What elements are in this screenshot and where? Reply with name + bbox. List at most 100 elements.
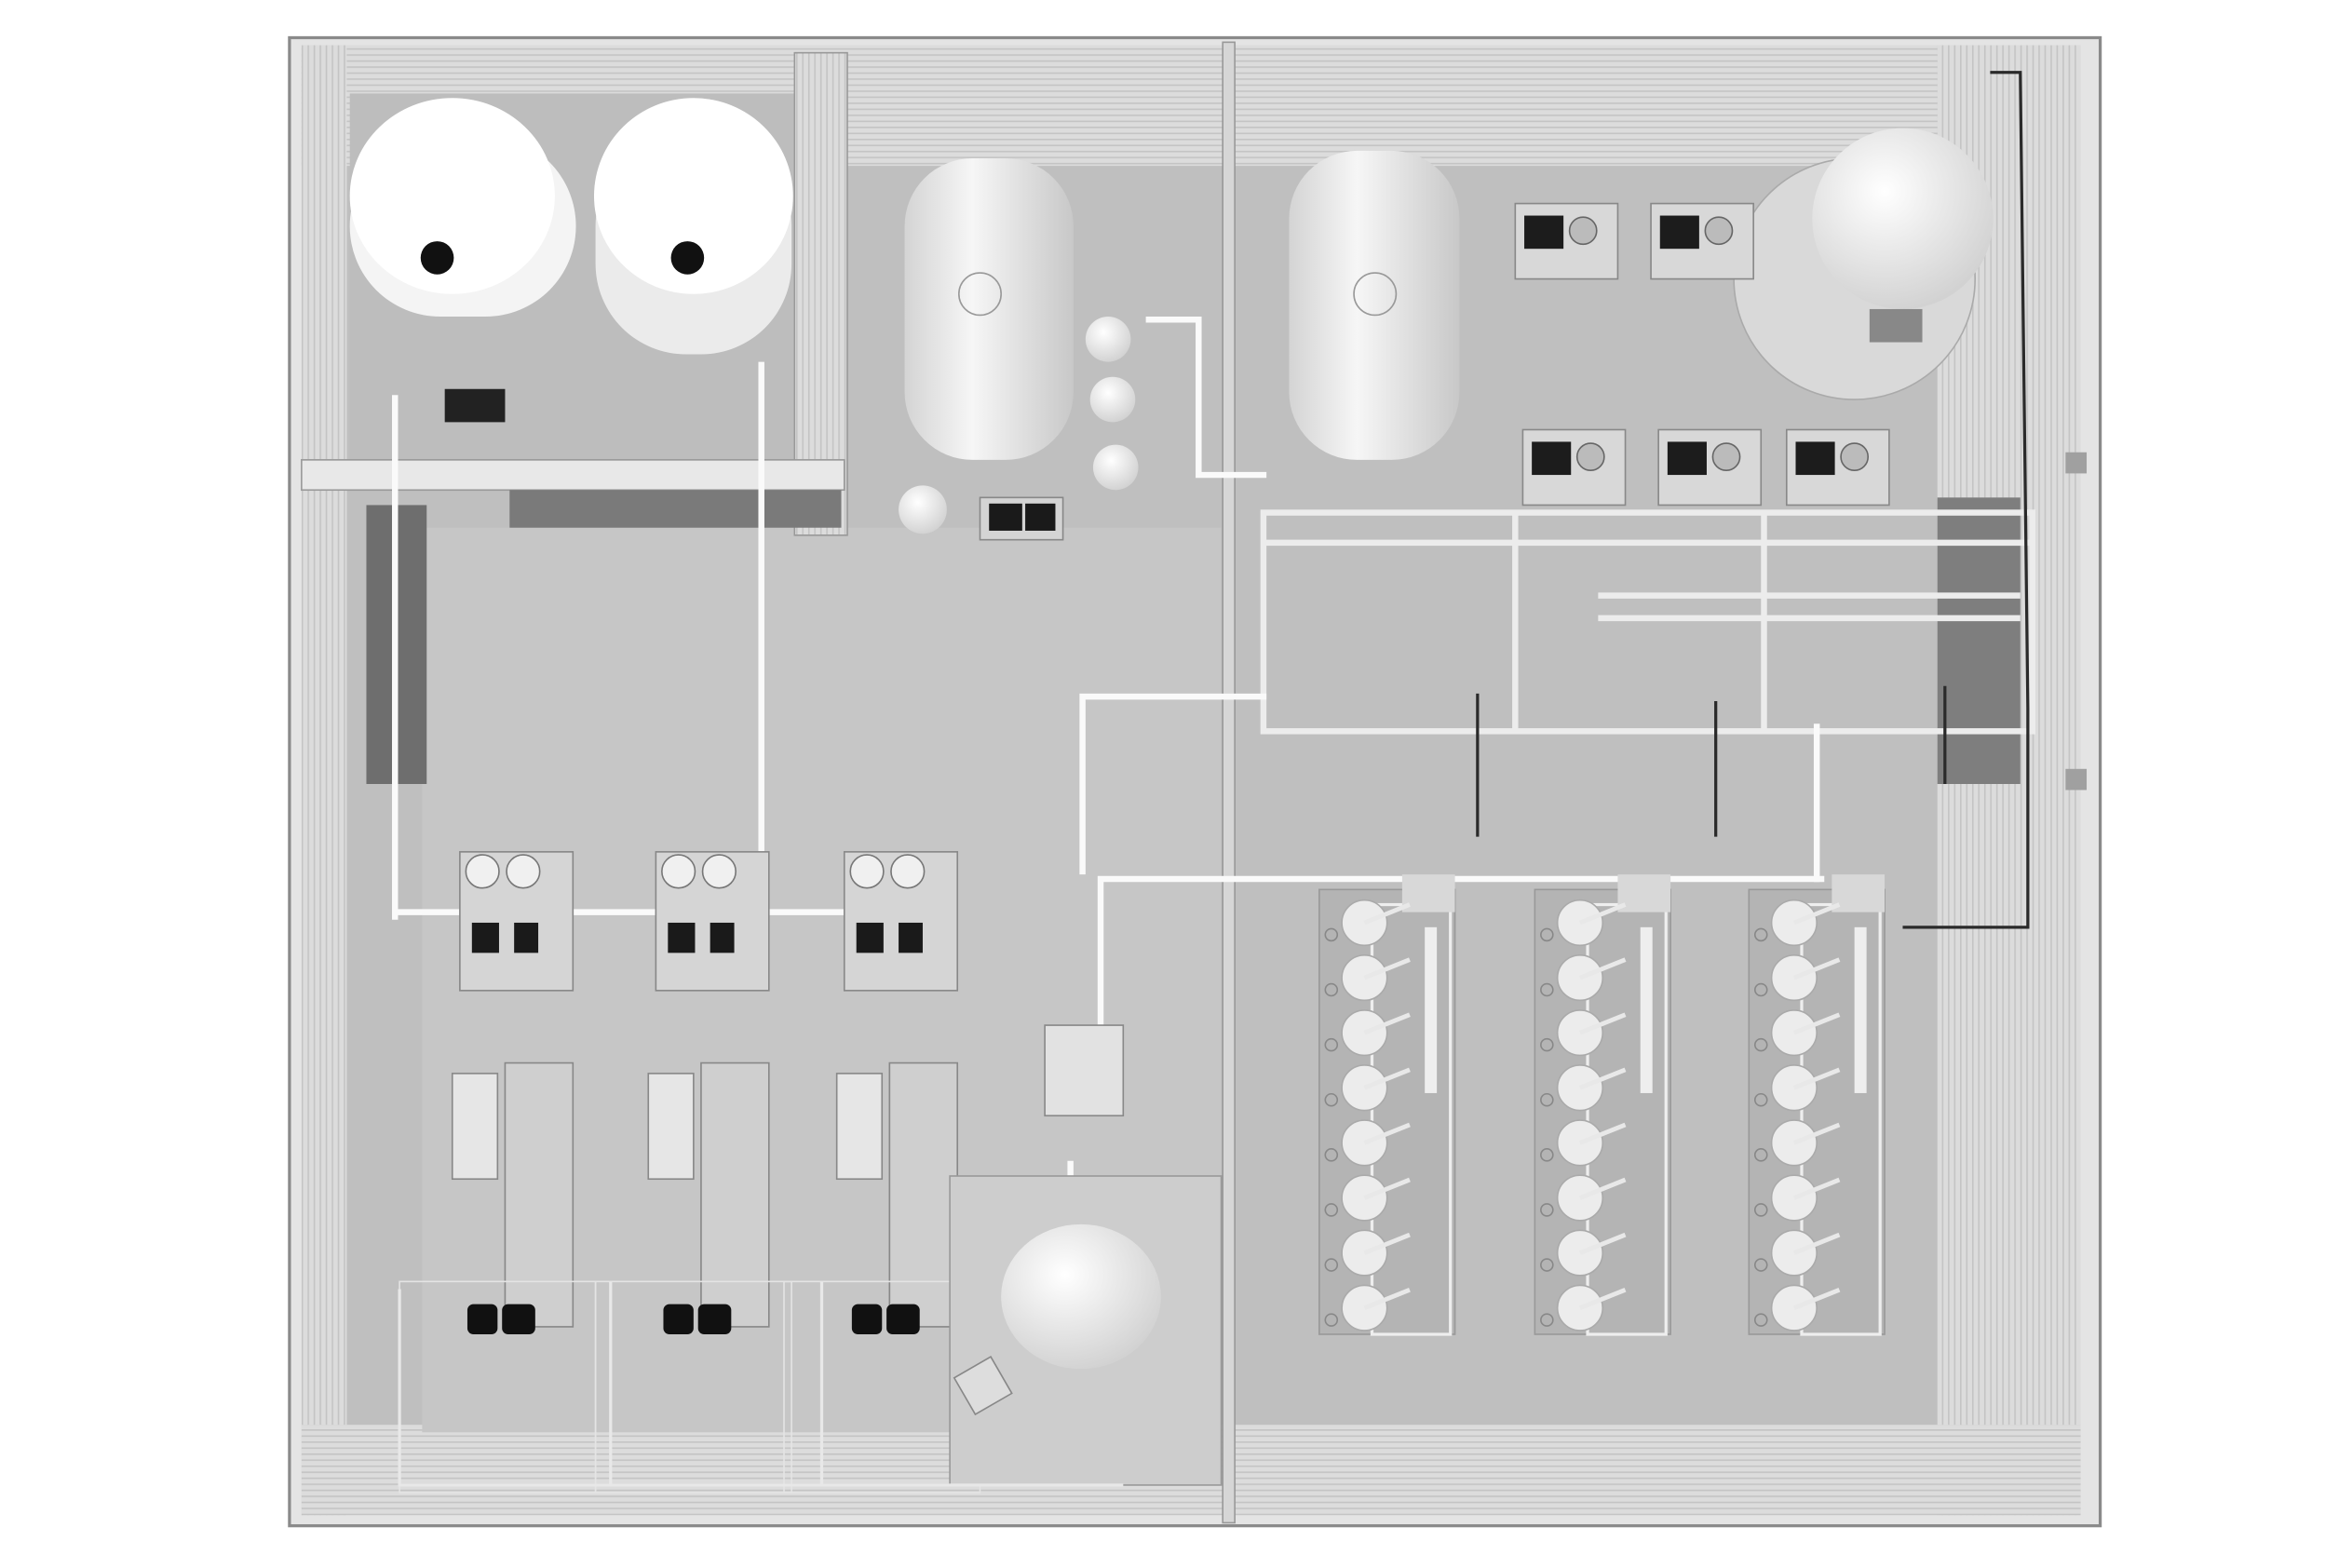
valve-icon: [1540, 1203, 1554, 1217]
gauge-icon: [506, 854, 541, 889]
valve-icon: [1324, 982, 1339, 997]
vessel-pipe: [1792, 957, 1841, 980]
valve-icon: [1753, 982, 1768, 997]
booster-pump: [851, 1304, 883, 1335]
valve-icon: [1324, 1092, 1339, 1107]
vessel-pipe: [1363, 1177, 1411, 1200]
booster-pump: [466, 1304, 498, 1335]
wall-notch: [2065, 768, 2088, 791]
valve-icon: [1324, 1313, 1339, 1327]
pump-head: [1840, 442, 1870, 472]
dosing-unit: [399, 851, 597, 1494]
pump-head: [1568, 216, 1598, 246]
membrane-rack: [1534, 874, 1671, 1336]
valve-icon: [1540, 1148, 1554, 1162]
vessel-pipe: [1579, 1287, 1627, 1310]
pump-skid: [1657, 428, 1763, 507]
wall-notch: [2065, 452, 2088, 474]
dark-pipes: [1476, 71, 2030, 929]
manhole-icon: [670, 241, 705, 275]
valve-icon: [1540, 1092, 1554, 1107]
vessel-pipe: [1363, 957, 1411, 980]
valve-icon: [1753, 1313, 1768, 1327]
round-tank: [1733, 128, 1994, 400]
gauge-icon: [849, 854, 885, 889]
control-cabinet: [647, 1073, 695, 1181]
valve-icon: [1324, 1258, 1339, 1272]
booster-pump: [502, 1304, 535, 1335]
valve-icon: [1324, 1037, 1339, 1052]
vessel-pipe: [1792, 1287, 1841, 1310]
valve-icon: [1753, 1092, 1768, 1107]
process-pipes: [392, 317, 1825, 1343]
filter-housing: [504, 1061, 574, 1328]
dosing-pump: [471, 922, 499, 953]
pump-motor: [1532, 441, 1572, 476]
valve-icon: [1540, 1313, 1554, 1327]
valve-icon: [1753, 1203, 1768, 1217]
valve-icon: [1540, 927, 1554, 942]
rack-header-box: [1401, 874, 1455, 912]
vessel-pipe: [1792, 1067, 1841, 1090]
rack-header-box: [1832, 874, 1886, 912]
transfer-pump: [444, 388, 506, 423]
vessel-pipe: [1792, 902, 1841, 926]
tank-room-wall-right: [793, 51, 848, 536]
membrane-rack: [1318, 874, 1456, 1336]
vessel-pipe: [1792, 1177, 1841, 1200]
valve-icon: [1324, 927, 1339, 942]
pump-skid: [1514, 202, 1619, 280]
partition-wall-vertical: [1222, 41, 1236, 1524]
vessel-pipe: [1792, 1232, 1841, 1255]
vessel-pipe: [1363, 1067, 1411, 1090]
pump-head: [1575, 442, 1605, 472]
pump-motor: [1659, 215, 1699, 250]
cartridge-filter: [1425, 926, 1438, 1093]
vessel-pipe: [1363, 1232, 1411, 1255]
valve-icon: [1753, 1148, 1768, 1162]
valve-icon: [1540, 1258, 1554, 1272]
valve-icon: [1540, 1037, 1554, 1052]
vessel-pipe: [1579, 1232, 1627, 1255]
pump-head: [1711, 442, 1741, 472]
wall-shadow: [509, 490, 842, 528]
valve-icon: [1324, 1148, 1339, 1162]
gauge-icon: [465, 854, 500, 889]
filter-housing: [700, 1061, 770, 1328]
vessel-pipe: [1579, 902, 1627, 926]
storage-tank-2: [593, 98, 793, 355]
pump-skid: [1785, 428, 1890, 507]
dosing-unit: [594, 851, 792, 1494]
vessel-pipe: [1363, 1012, 1411, 1035]
vessel-pipe: [1363, 902, 1411, 926]
gauge-icon: [701, 854, 737, 889]
control-cabinet: [451, 1073, 499, 1181]
booster-pump: [663, 1304, 694, 1335]
dosing-pump: [856, 922, 884, 953]
vessel-pipe: [1579, 957, 1627, 980]
dosing-pump: [668, 922, 696, 953]
booster-pump: [886, 1304, 920, 1335]
vessel-pipe: [1792, 1012, 1841, 1035]
manhole-icon: [420, 241, 454, 275]
vessel-pipe: [1579, 1177, 1627, 1200]
valve-icon: [1753, 927, 1768, 942]
vessel-pipe: [1363, 1287, 1411, 1310]
gauge-icon: [661, 854, 696, 889]
pump-head: [1704, 216, 1734, 246]
dosing-pump: [514, 922, 539, 953]
pump-skid: [1650, 202, 1754, 280]
storage-tank-1: [349, 98, 576, 318]
valve-icon: [1540, 982, 1554, 997]
filter-column-group: [899, 317, 1139, 541]
control-cabinet: [835, 1073, 884, 1181]
booster-pump: [697, 1304, 732, 1335]
floor-pipes: [398, 1281, 1124, 1487]
gauge-icon: [890, 854, 926, 889]
pipe-rack: [1260, 509, 2035, 735]
wall-left-ribbed: [301, 45, 347, 1516]
pump-motor: [1524, 215, 1564, 250]
cartridge-filter: [1854, 926, 1867, 1093]
pump-motor: [1795, 441, 1835, 476]
